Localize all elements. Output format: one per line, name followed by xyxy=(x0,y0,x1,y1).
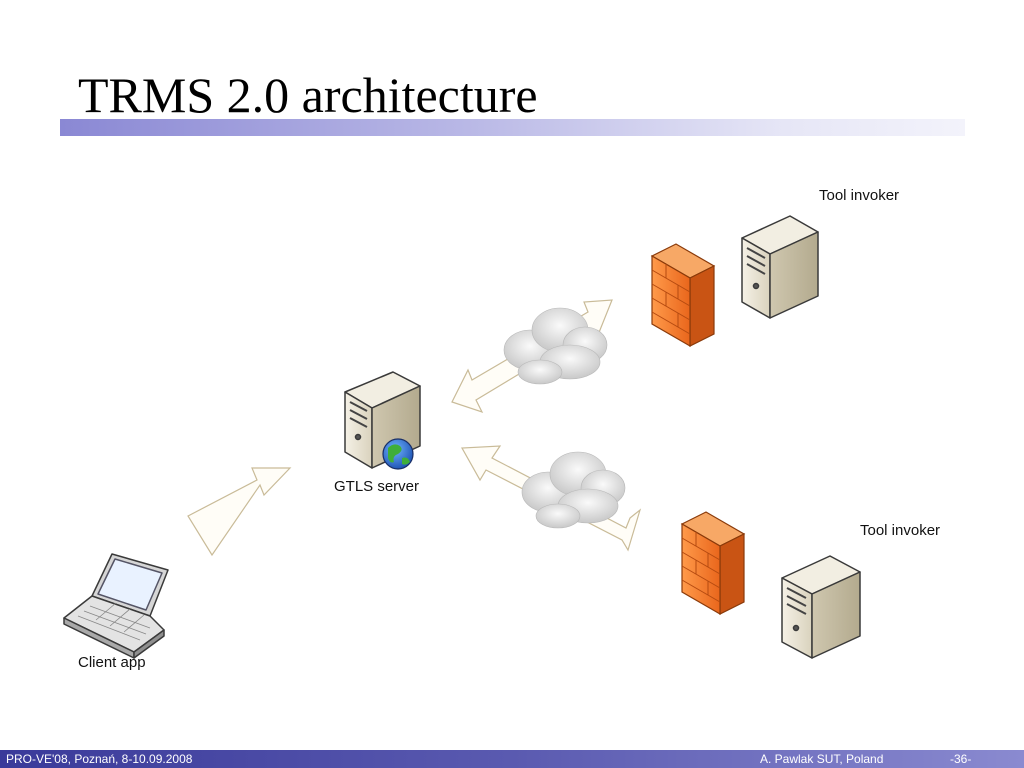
slide-title: TRMS 2.0 architecture xyxy=(78,67,538,123)
footer-author: A. Pawlak SUT, Poland xyxy=(760,752,884,766)
footer-conference: PRO-VE'08, Poznań, 8-10.09.2008 xyxy=(6,752,193,766)
cloud-icon xyxy=(503,307,608,385)
firewall-icon xyxy=(680,511,746,616)
tool-invoker-server-icon xyxy=(781,555,861,659)
footer-bar: PRO-VE'08, Poznań, 8-10.09.2008 A. Pawla… xyxy=(0,750,1024,768)
title-underline-bar xyxy=(60,119,965,136)
tool-invoker-bottom-label: Tool invoker xyxy=(860,522,941,539)
arrow-client-to-server xyxy=(187,467,292,557)
footer-page-number: -36- xyxy=(950,752,972,766)
firewall-icon xyxy=(650,243,716,348)
laptop-icon xyxy=(63,553,169,659)
client-app-label: Client app xyxy=(78,654,146,671)
tool-invoker-top-label: Tool invoker xyxy=(819,187,900,204)
tool-invoker-server-icon xyxy=(741,215,819,319)
globe-icon xyxy=(382,438,414,470)
cloud-icon xyxy=(521,451,626,529)
gtls-server-label: GTLS server xyxy=(334,478,420,495)
